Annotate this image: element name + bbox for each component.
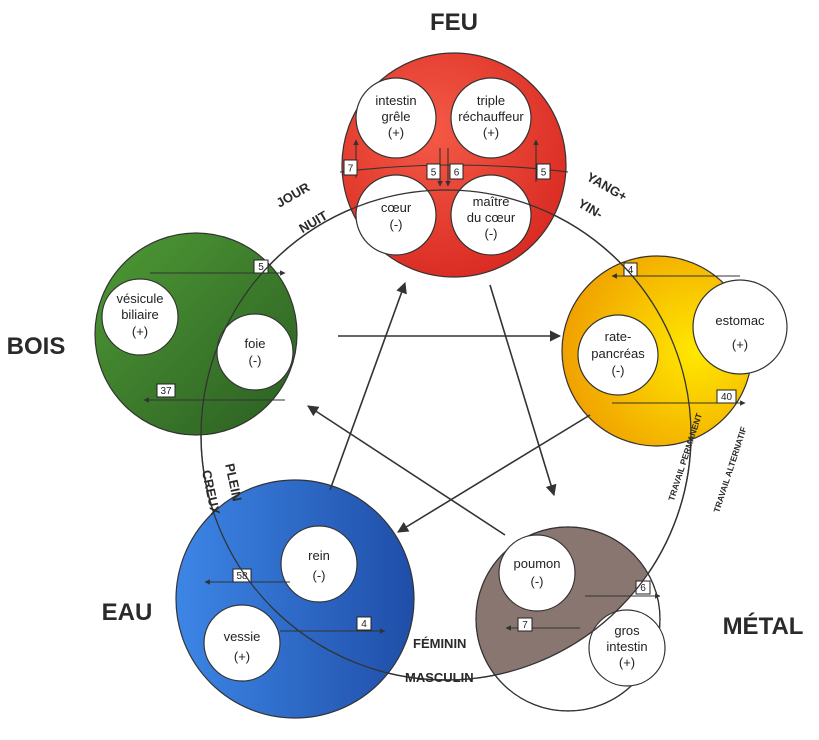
svg-text:5: 5 xyxy=(258,262,264,273)
svg-text:7: 7 xyxy=(522,620,528,631)
feu-title: FEU xyxy=(430,9,478,36)
arrow-eau-feu xyxy=(329,281,407,491)
bois-title: BOIS xyxy=(7,333,66,360)
number-box: 5 xyxy=(253,259,269,274)
svg-text:58: 58 xyxy=(236,571,248,582)
plein-label: PLEIN xyxy=(222,462,245,503)
poumon-organ xyxy=(498,534,576,612)
svg-text:37: 37 xyxy=(160,386,172,397)
arrow-feu-metal xyxy=(489,284,557,497)
arrow-metal-bois xyxy=(307,405,506,536)
svg-text:4: 4 xyxy=(628,265,634,276)
svg-text:5: 5 xyxy=(431,168,437,179)
coeur-organ xyxy=(355,174,437,256)
vessie-label: vessie(+) xyxy=(224,629,261,664)
estomac-organ xyxy=(692,279,788,375)
number-box: 4 xyxy=(623,262,638,277)
maitre-du-coeur-organ xyxy=(450,174,532,256)
rate-pancreas-label: rate-pancréas(-) xyxy=(591,329,645,378)
vessie-organ xyxy=(203,604,281,682)
jour-label: JOUR xyxy=(274,179,313,210)
number-box: 58 xyxy=(232,568,252,583)
terre-element: 4 40 xyxy=(561,255,788,447)
number-box: 6 xyxy=(449,163,464,180)
eau-element: 58 4 xyxy=(175,479,415,719)
arrow-terre-eau xyxy=(397,414,591,533)
svg-text:40: 40 xyxy=(721,392,733,403)
svg-text:7: 7 xyxy=(348,164,354,175)
rate-pancreas-organ xyxy=(577,314,659,396)
coeur-label: cœur(-) xyxy=(381,200,412,232)
number-box: 37 xyxy=(156,383,176,398)
svg-text:6: 6 xyxy=(454,168,460,179)
svg-text:5: 5 xyxy=(541,168,547,179)
number-box: 6 xyxy=(635,580,651,595)
nuit-label: NUIT xyxy=(296,208,330,236)
yin-label: YIN- xyxy=(576,196,606,222)
yang-label: YANG+ xyxy=(584,169,630,204)
number-box: 7 xyxy=(343,159,358,176)
metal-title: MÉTAL xyxy=(723,612,804,640)
control-cycle-arrows xyxy=(307,281,591,536)
feminin-label: FÉMININ xyxy=(413,636,466,651)
number-box: 4 xyxy=(356,616,372,631)
masculin-label: MASCULIN xyxy=(405,670,474,685)
gros-intestin-organ xyxy=(588,609,666,687)
eau-title: EAU xyxy=(102,599,153,626)
rein-label: rein(-) xyxy=(308,548,330,583)
svg-text:6: 6 xyxy=(640,583,646,594)
intestin-grele-organ xyxy=(355,77,437,159)
rein-organ xyxy=(280,525,358,603)
feu-element: 7 5 6 5 xyxy=(339,52,569,278)
foie-label: foie(-) xyxy=(245,336,266,368)
estomac-label: estomac(+) xyxy=(715,313,765,352)
number-box: 7 xyxy=(517,617,533,632)
travail-alternatif-label: TRAVAIL ALTERNATIF xyxy=(711,425,748,513)
creux-label: CREUX xyxy=(199,469,223,517)
poumon-label: poumon(-) xyxy=(514,556,561,589)
foie-organ xyxy=(216,313,294,391)
vesicule-biliaire-organ xyxy=(101,278,179,356)
metal-element: 6 7 xyxy=(475,526,666,712)
bois-element: 5 37 xyxy=(94,232,298,436)
number-box: 40 xyxy=(716,389,737,404)
number-box: 5 xyxy=(536,163,551,180)
triple-rechauffeur-organ xyxy=(450,77,532,159)
svg-text:4: 4 xyxy=(361,619,367,630)
number-box: 5 xyxy=(426,163,441,180)
